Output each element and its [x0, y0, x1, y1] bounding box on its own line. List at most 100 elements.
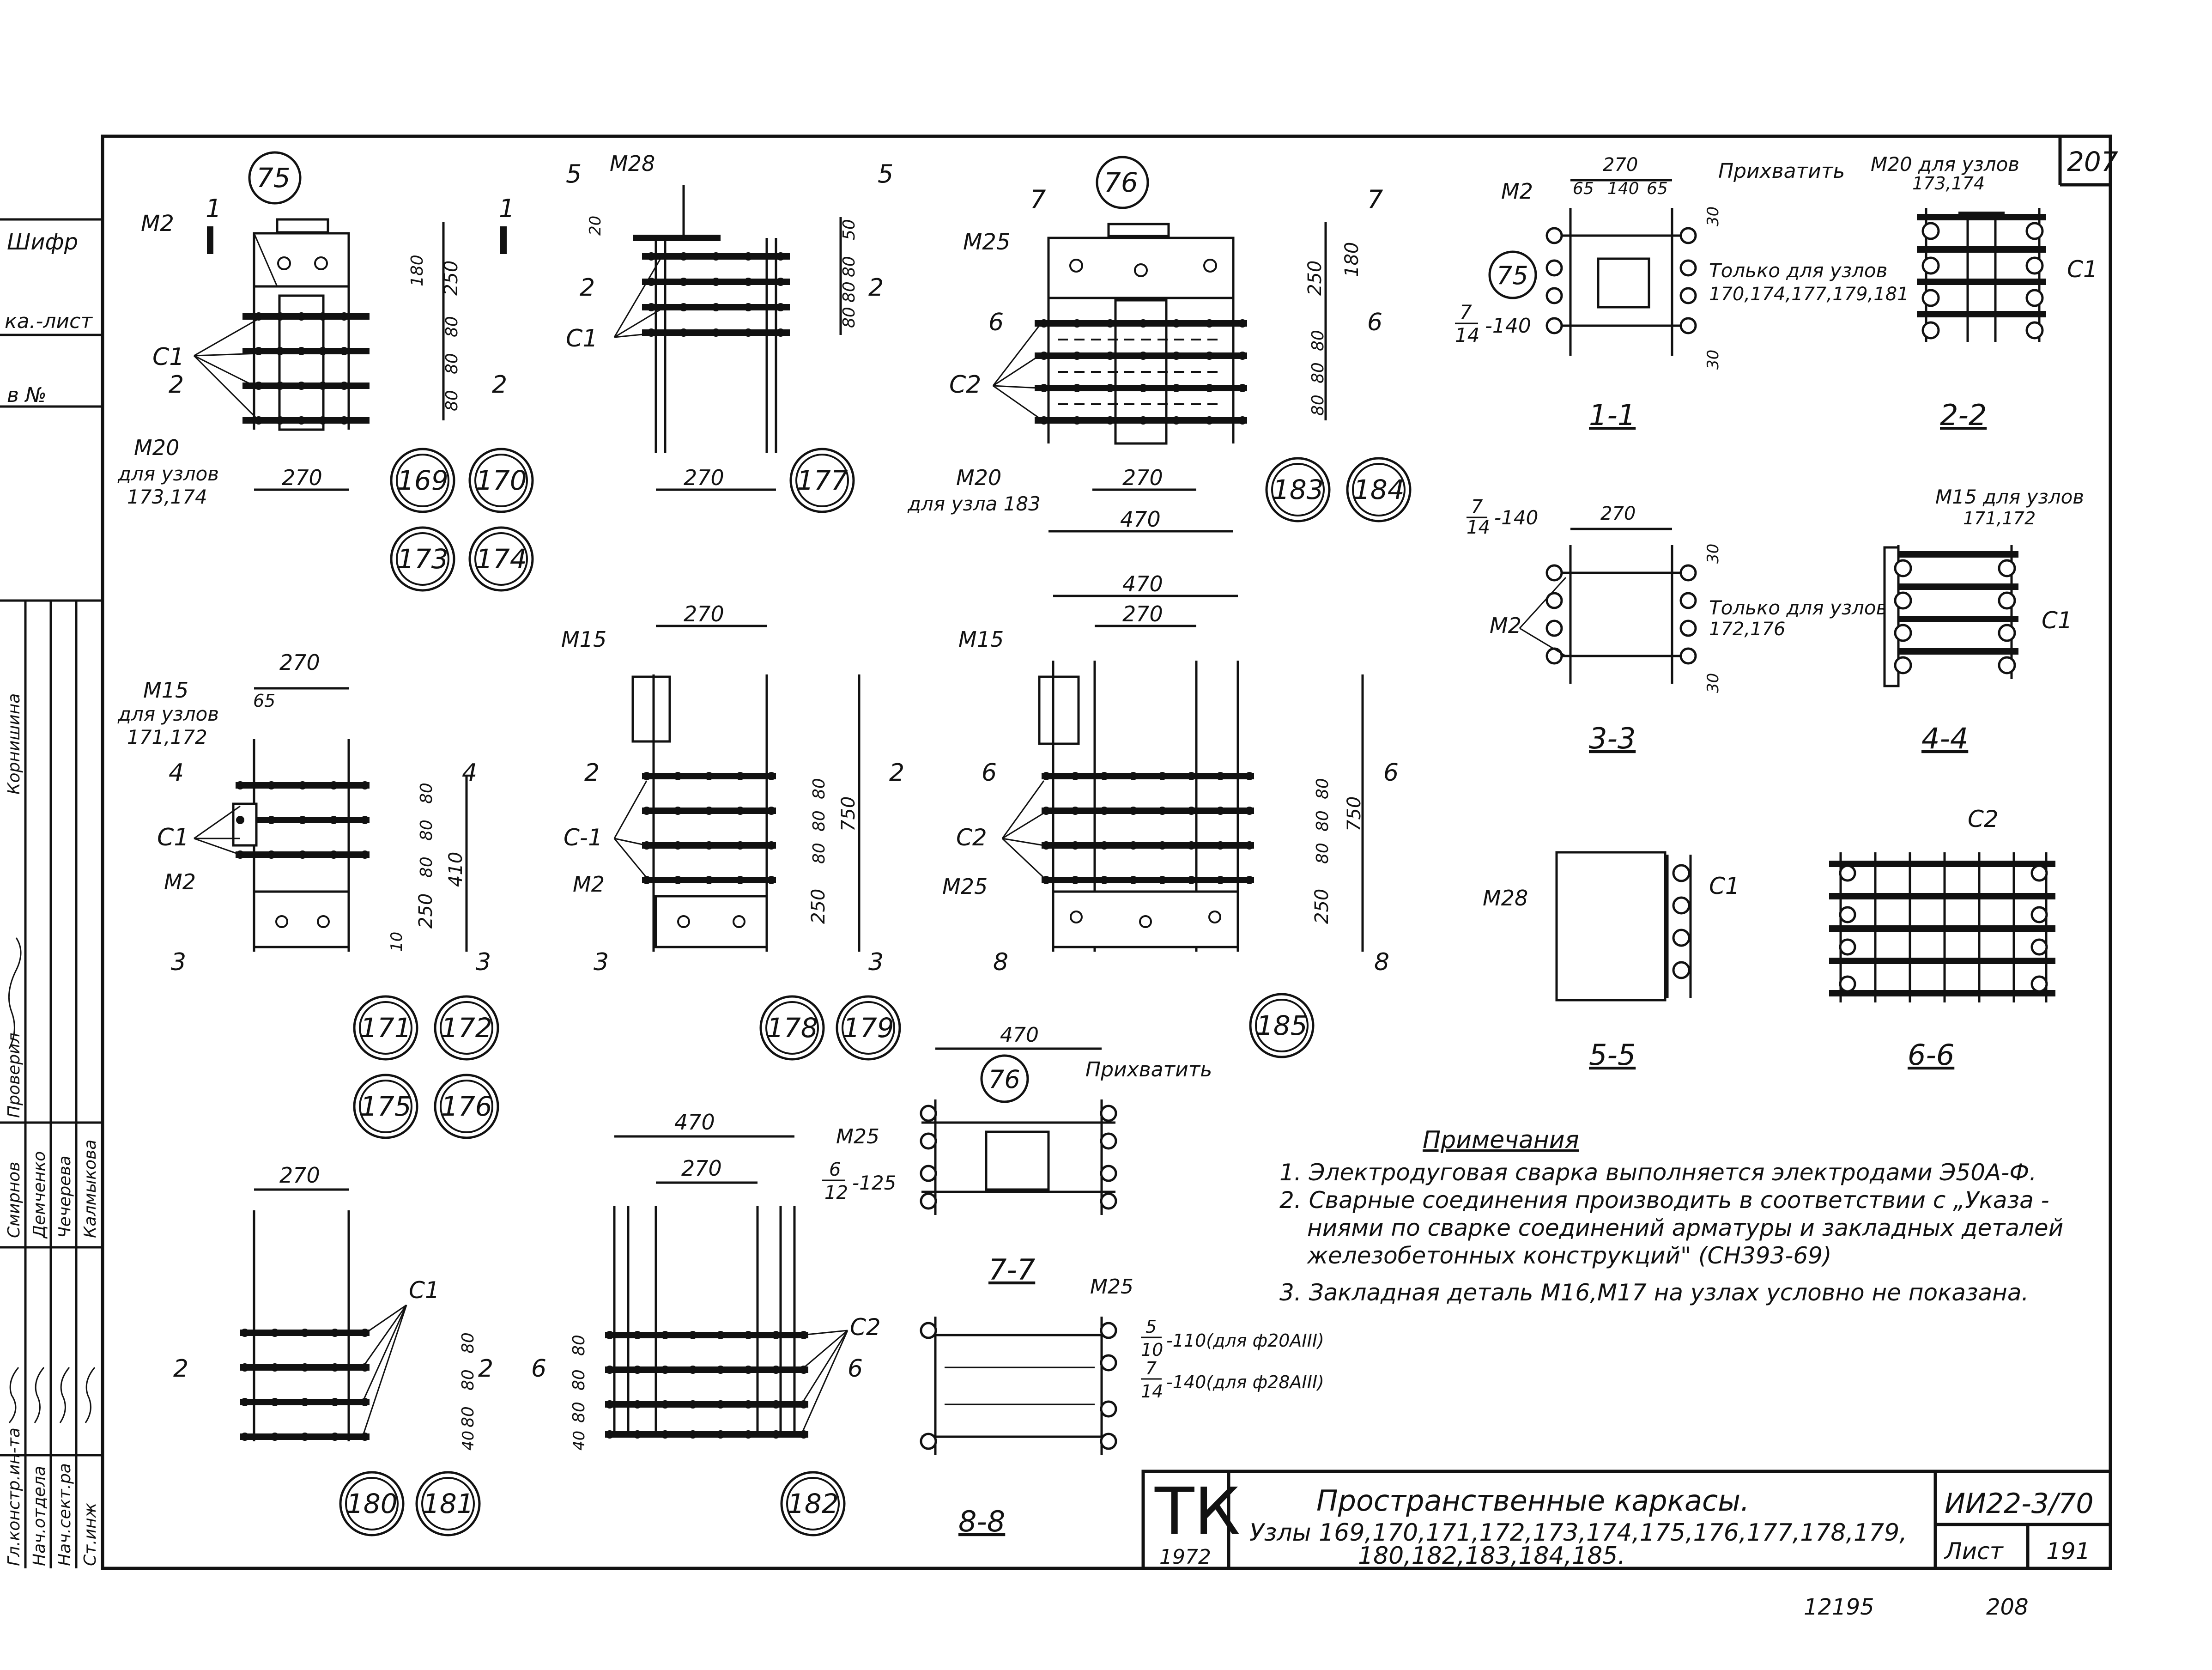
rebar-dots	[236, 252, 1254, 1441]
dim-80-e3: 80	[810, 843, 829, 864]
rebar-dot	[318, 382, 327, 390]
rebar-dot	[301, 1329, 309, 1337]
label-m2-s11: М2	[1501, 179, 1533, 204]
dim-20-b: 20	[586, 216, 605, 236]
cut-mark-1-right: 1	[499, 194, 515, 223]
margin-sheet-label: ка.-лист	[5, 310, 93, 333]
node-173: 173	[397, 543, 448, 575]
label-c1-b: С1	[566, 325, 598, 352]
rebar-dot	[689, 1430, 697, 1439]
rebar-dot	[712, 303, 720, 311]
rebar-dot	[267, 781, 276, 789]
rebar-dot	[331, 1329, 339, 1337]
rebar-dot	[276, 382, 285, 390]
rebar-dot	[705, 876, 713, 884]
note-line-1: 1. Электродуговая сварка выполняется эле…	[1279, 1159, 2036, 1186]
dim-250-c: 250	[1304, 261, 1326, 296]
cut-2-e-left: 2	[584, 759, 600, 787]
title-sheet-label: Лист	[1944, 1538, 2004, 1565]
view-node-177: 5 5 М28 2 2 С1 270 50 80 80 80 20 177	[566, 151, 893, 513]
cut-6-f-right: 6	[1383, 759, 1399, 787]
label-m25-c: М25	[963, 229, 1011, 255]
rebar-dot	[1106, 319, 1115, 328]
rebar-dot	[712, 252, 720, 261]
dim-80-d3: 80	[417, 856, 436, 878]
rebar-dot	[1238, 384, 1247, 392]
label-m28-b: М28	[610, 151, 655, 176]
stamp-name-2: Демченко	[30, 1151, 49, 1239]
dim-470-f: 470	[1122, 571, 1163, 596]
dim-65-s11a: 65	[1573, 179, 1594, 198]
dim-80-c2: 80	[1309, 362, 1327, 383]
label-only-nodes-list-s33: 172,176	[1709, 619, 1785, 640]
dim-80-h3: 80	[570, 1402, 588, 1423]
node-181: 181	[423, 1488, 474, 1519]
stamp-name-3: Чечерева	[55, 1155, 74, 1238]
label-tack-s11: Прихватить	[1718, 159, 1845, 183]
rebar-dot	[361, 1398, 369, 1406]
node-172: 172	[441, 1012, 492, 1044]
stamp-checked-name: Корнишина	[5, 693, 24, 795]
dim-80-h1: 80	[570, 1335, 588, 1356]
stamp-role-1: Гл.констр.ин-та	[5, 1427, 24, 1566]
cut-7-right: 7	[1367, 185, 1383, 214]
rebar-dot	[1205, 319, 1214, 328]
stamp-checked-label: Проверил	[5, 1032, 24, 1118]
dim-270-s33: 270	[1600, 503, 1636, 524]
label-m20-for-s22: М20 для узлов	[1871, 153, 2019, 176]
rebar-dot	[744, 303, 752, 311]
section-5-5: М28 С1 5-5	[1483, 851, 1740, 1072]
dim-80-f3: 80	[1313, 843, 1332, 864]
notes-block: Примечания 1. Электродуговая сварка выпо…	[1279, 1126, 2063, 1306]
dim-80-g2: 80	[459, 1369, 478, 1391]
frac-10-s88: 10	[1141, 1340, 1163, 1360]
frac-125-s77: -125	[852, 1172, 896, 1194]
dim-470-s77: 470	[1000, 1023, 1039, 1047]
rebar-dot	[1172, 416, 1181, 425]
rebar-dot	[1216, 807, 1225, 815]
label-c1-s22: С1	[2067, 256, 2098, 283]
dim-750-e: 750	[838, 796, 859, 832]
frac-14-s11: 14	[1455, 324, 1479, 346]
rebar-dot	[1073, 384, 1081, 392]
rebar-dot	[679, 278, 688, 286]
rebar-dot	[1040, 319, 1048, 328]
title-text: Пространственные каркасы.	[1316, 1484, 1750, 1518]
rebar-dot	[329, 781, 338, 789]
view-node-182: 470 270 6 6 С2 80 80 80 40 182	[531, 1110, 881, 1536]
rebar-dot	[744, 1400, 752, 1409]
node-179: 179	[843, 1012, 894, 1044]
dim-80-d2: 80	[417, 820, 436, 841]
rebar-dot	[1158, 772, 1167, 780]
dim-250-a: 250	[441, 261, 462, 296]
rebar-dot	[331, 1433, 339, 1441]
rebar-dot	[271, 1329, 279, 1337]
rebar-dot	[647, 328, 655, 337]
dim-30-s33b: 30	[1704, 673, 1722, 693]
node-169: 169	[397, 465, 448, 496]
section-title-1-1: 1-1	[1589, 398, 1636, 432]
cut-4-right: 4	[462, 759, 477, 787]
rebar-dot	[642, 772, 651, 780]
dim-80-g3: 80	[459, 1406, 478, 1427]
cut-3-e-left: 3	[594, 948, 609, 976]
rebar-dot	[361, 1363, 369, 1372]
view-node-169-174: 1 1 75 М2 С1 2 2 М20 для узлов 173,174 2…	[117, 151, 534, 592]
rebar-dot	[329, 850, 338, 859]
margin-code-label: Шифр	[7, 229, 78, 255]
frac-140-s33: -140	[1494, 506, 1538, 529]
frac-7-s33: 7	[1471, 496, 1483, 517]
dim-80-e2: 80	[810, 810, 829, 832]
rebar-dot	[1238, 352, 1247, 360]
cut-8-right: 8	[1374, 948, 1389, 976]
rebar-dot	[331, 1398, 339, 1406]
dim-80-g1: 80	[459, 1332, 478, 1354]
rebar-dot	[297, 347, 306, 355]
rebar-dot	[361, 850, 369, 859]
cut-2-b-right: 2	[868, 274, 884, 302]
stamp-name-4: Калмыкова	[81, 1140, 100, 1238]
label-c2-h: С2	[850, 1314, 881, 1341]
rebar-dot	[361, 1433, 369, 1441]
dim-270-h: 270	[681, 1156, 722, 1181]
rebar-dot	[236, 781, 244, 789]
